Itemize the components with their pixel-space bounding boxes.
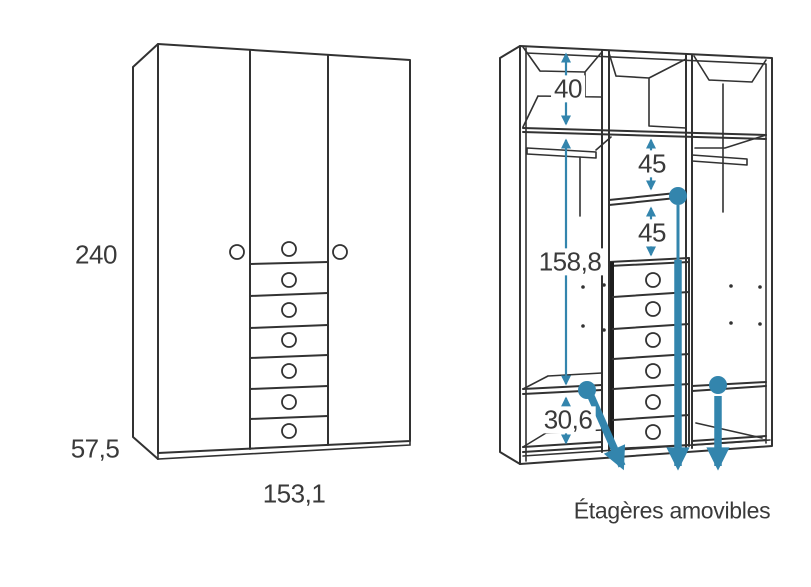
front-view-door-handles [229, 241, 348, 260]
wardrobe-interior-view [499, 45, 773, 471]
shelf-dot-right [709, 376, 727, 394]
front-view-drawer-lines [249, 261, 329, 420]
front-view-door-dividers [249, 49, 329, 450]
pointer-arrow-left [586, 392, 626, 471]
wardrobe-front-view [132, 43, 411, 460]
interior-fixed-shelf [522, 127, 767, 140]
removable-shelf-arrows [586, 205, 730, 471]
interior-top-compartment-label: 40 [551, 75, 585, 103]
interior-side-panel [499, 45, 521, 465]
interior-outer-frame [519, 45, 773, 465]
interior-hanging-space-label: 158,8 [535, 248, 605, 276]
interior-drawer-unit [608, 257, 690, 450]
shelf-peg-holes [581, 283, 762, 332]
front-view-plinth [157, 440, 411, 460]
interior-upper-45-label: 45 [635, 150, 669, 178]
front-width-label: 153,1 [259, 480, 329, 508]
front-plinth-label: 57,5 [67, 435, 123, 463]
removable-shelves-caption: Étagères amovibles [573, 497, 771, 524]
front-height-label: 240 [72, 241, 120, 269]
shelf-dot-middle [669, 187, 687, 205]
interior-lower-45-label: 45 [635, 219, 669, 247]
interior-back-corners [579, 83, 724, 217]
front-view-drawer-knobs [281, 272, 297, 439]
interior-frame-inner-lines [522, 47, 771, 462]
front-view-side-panel [132, 43, 159, 460]
interior-bottom-compartment-label: 30,6 [540, 406, 596, 434]
